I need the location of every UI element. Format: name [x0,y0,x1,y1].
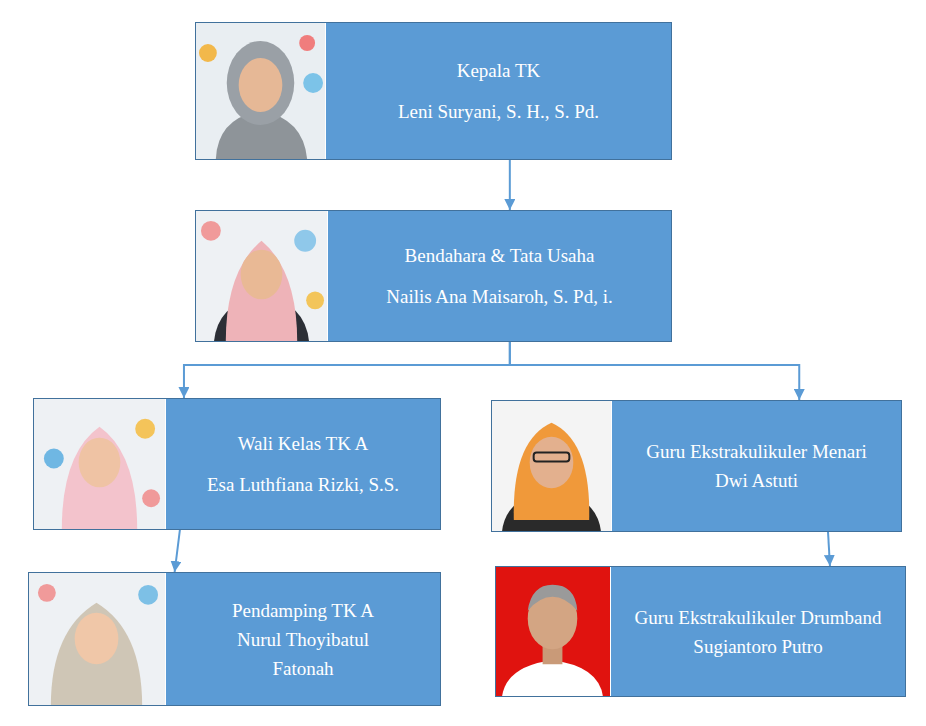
person-name: Dwi Astuti [715,466,798,495]
staff-box: Bendahara & Tata UsahaNailis Ana Maisaro… [195,210,672,342]
staff-box: Pendamping TK ANurul Thoyibatul Fatonah [28,572,441,706]
connector-arrow [175,530,180,572]
role-title: Guru Ekstrakulikuler Menari [646,437,867,466]
staff-box: Guru Ekstrakulikuler MenariDwi Astuti [491,400,902,532]
staff-box: Kepala TK Leni Suryani, S. H., S. Pd. [195,22,672,160]
text-area: Pendamping TK ANurul Thoyibatul Fatonah [166,573,440,705]
connector-arrow [510,342,799,400]
person-name: Sugiantoro Putro [693,632,822,661]
role-title: Pendamping TK A [232,596,374,625]
person-name: Nurul Thoyibatul Fatonah [216,625,390,683]
text-area: Wali Kelas TK A Esa Luthfiana Rizki, S.S. [166,399,440,529]
text-area: Guru Ekstrakulikuler DrumbandSugiantoro … [611,567,905,696]
staff-box: Wali Kelas TK A Esa Luthfiana Rizki, S.S. [33,398,441,530]
text-area: Guru Ekstrakulikuler MenariDwi Astuti [612,401,901,531]
connector-arrow [509,160,511,210]
connector-arrow [828,532,830,566]
role-title: Wali Kelas TK A [238,429,369,458]
person-name: Leni Suryani, S. H., S. Pd. [398,97,599,126]
staff-box: Guru Ekstrakulikuler DrumbandSugiantoro … [495,566,906,697]
person-name: Nailis Ana Maisaroh, S. Pd, i. [386,282,612,311]
role-title: Kepala TK [457,56,541,85]
role-title: Bendahara & Tata Usaha [405,241,595,270]
text-area: Kepala TK Leni Suryani, S. H., S. Pd. [326,23,671,159]
connector-arrow [184,342,510,398]
text-area: Bendahara & Tata UsahaNailis Ana Maisaro… [328,211,671,341]
role-title: Guru Ekstrakulikuler Drumband [635,603,882,632]
person-name: Esa Luthfiana Rizki, S.S. [207,470,399,499]
